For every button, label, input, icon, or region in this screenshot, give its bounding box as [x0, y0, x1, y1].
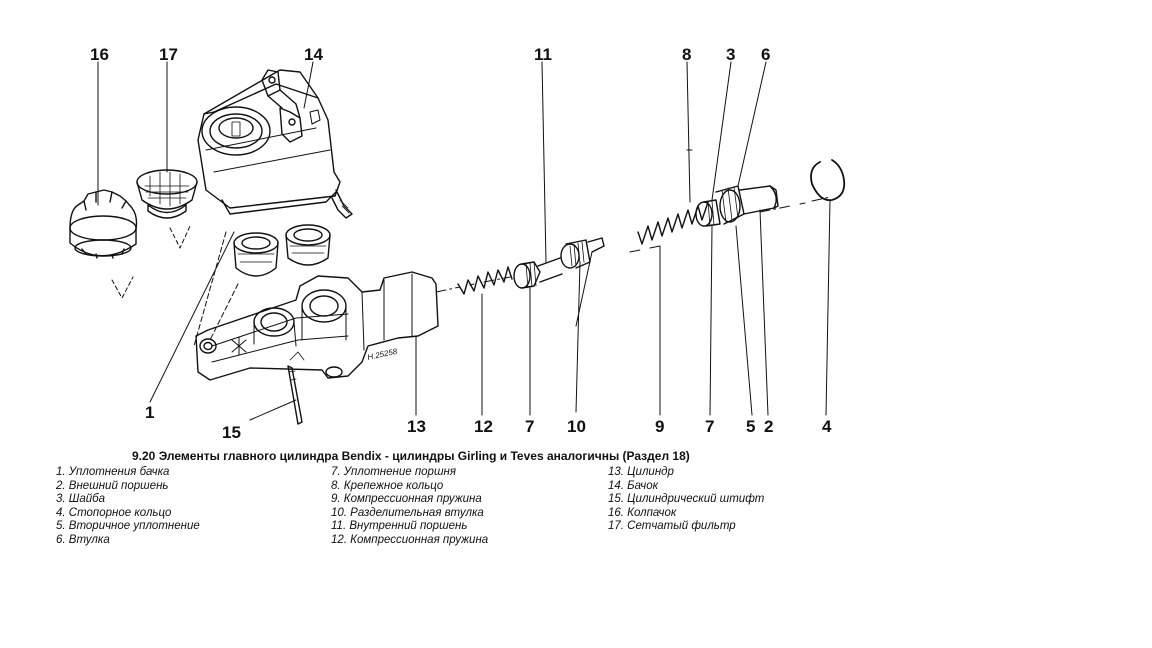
- legend-item: 12. Компрессионная пружина: [331, 533, 489, 546]
- label-7-inner: 7: [525, 417, 534, 436]
- label-17: 17: [159, 45, 178, 64]
- reservoir-seals-part-1: [233, 224, 331, 277]
- label-3: 3: [726, 45, 735, 64]
- roll-pin-part-15: [287, 365, 303, 425]
- label-5: 5: [746, 417, 755, 436]
- label-1: 1: [145, 403, 154, 422]
- leader-lines: [97, 61, 831, 421]
- circlip-part-4: [810, 159, 846, 202]
- label-6: 6: [761, 45, 770, 64]
- compression-spring-part-12: [457, 266, 513, 295]
- strainer-part-17: [136, 169, 198, 219]
- label-10: 10: [567, 417, 586, 436]
- legend-item: 2. Внешний поршень: [56, 479, 169, 492]
- legend-item: 8. Крепежное кольцо: [331, 479, 444, 492]
- reservoir-part-14: [197, 69, 353, 219]
- cylinder-body-part-13: [195, 271, 439, 381]
- label-4: 4: [822, 417, 832, 436]
- legend-column-3: 13. Цилиндр 14. Бачок 15. Цилиндрический…: [608, 466, 764, 534]
- cap-part-16: [69, 189, 138, 259]
- legend-item: 10. Разделительная втулка: [331, 506, 484, 519]
- legend-item: 13. Цилиндр: [608, 466, 674, 478]
- legend-item: 17. Сетчатый фильтр: [608, 520, 736, 533]
- label-13: 13: [407, 417, 426, 436]
- label-14: 14: [304, 45, 323, 64]
- legend-column-2: 7. Уплотнение поршня 8. Крепежное кольцо…: [331, 466, 488, 548]
- label-11: 11: [534, 45, 552, 64]
- legend-item: 16. Колпачок: [608, 506, 677, 519]
- legend-item: 11. Внутренний поршень: [331, 520, 468, 533]
- legend-item: 6. Втулка: [56, 533, 110, 546]
- legend-item: 5. Вторичное уплотнение: [56, 520, 200, 533]
- label-8: 8: [682, 45, 691, 64]
- legend-item: 1. Уплотнения бачка: [56, 466, 170, 478]
- legend-item: 9. Компрессионная пружина: [331, 493, 482, 506]
- legend-item: 15. Цилиндрический штифт: [608, 493, 765, 506]
- legend-item: 3. Шайба: [56, 493, 106, 506]
- legend-item: 4. Стопорное кольцо: [56, 506, 172, 519]
- label-9: 9: [655, 417, 664, 436]
- figure-caption: 9.20 Элементы главного цилиндра Bendix -…: [132, 449, 690, 463]
- legend-column-1: 1. Уплотнения бачка 2. Внешний поршень 3…: [56, 466, 200, 548]
- label-7-outer: 7: [705, 417, 714, 436]
- legend-item: 14. Бачок: [608, 479, 659, 492]
- label-15: 15: [222, 423, 241, 442]
- label-12: 12: [474, 417, 493, 436]
- drawing-number-stamp: H.25258: [367, 347, 399, 362]
- outer-piston-part-2: [695, 185, 779, 227]
- label-2: 2: [764, 417, 773, 436]
- label-16: 16: [90, 45, 109, 64]
- legend-item: 7. Уплотнение поршня: [331, 466, 456, 478]
- inner-piston-part-11: [513, 237, 605, 289]
